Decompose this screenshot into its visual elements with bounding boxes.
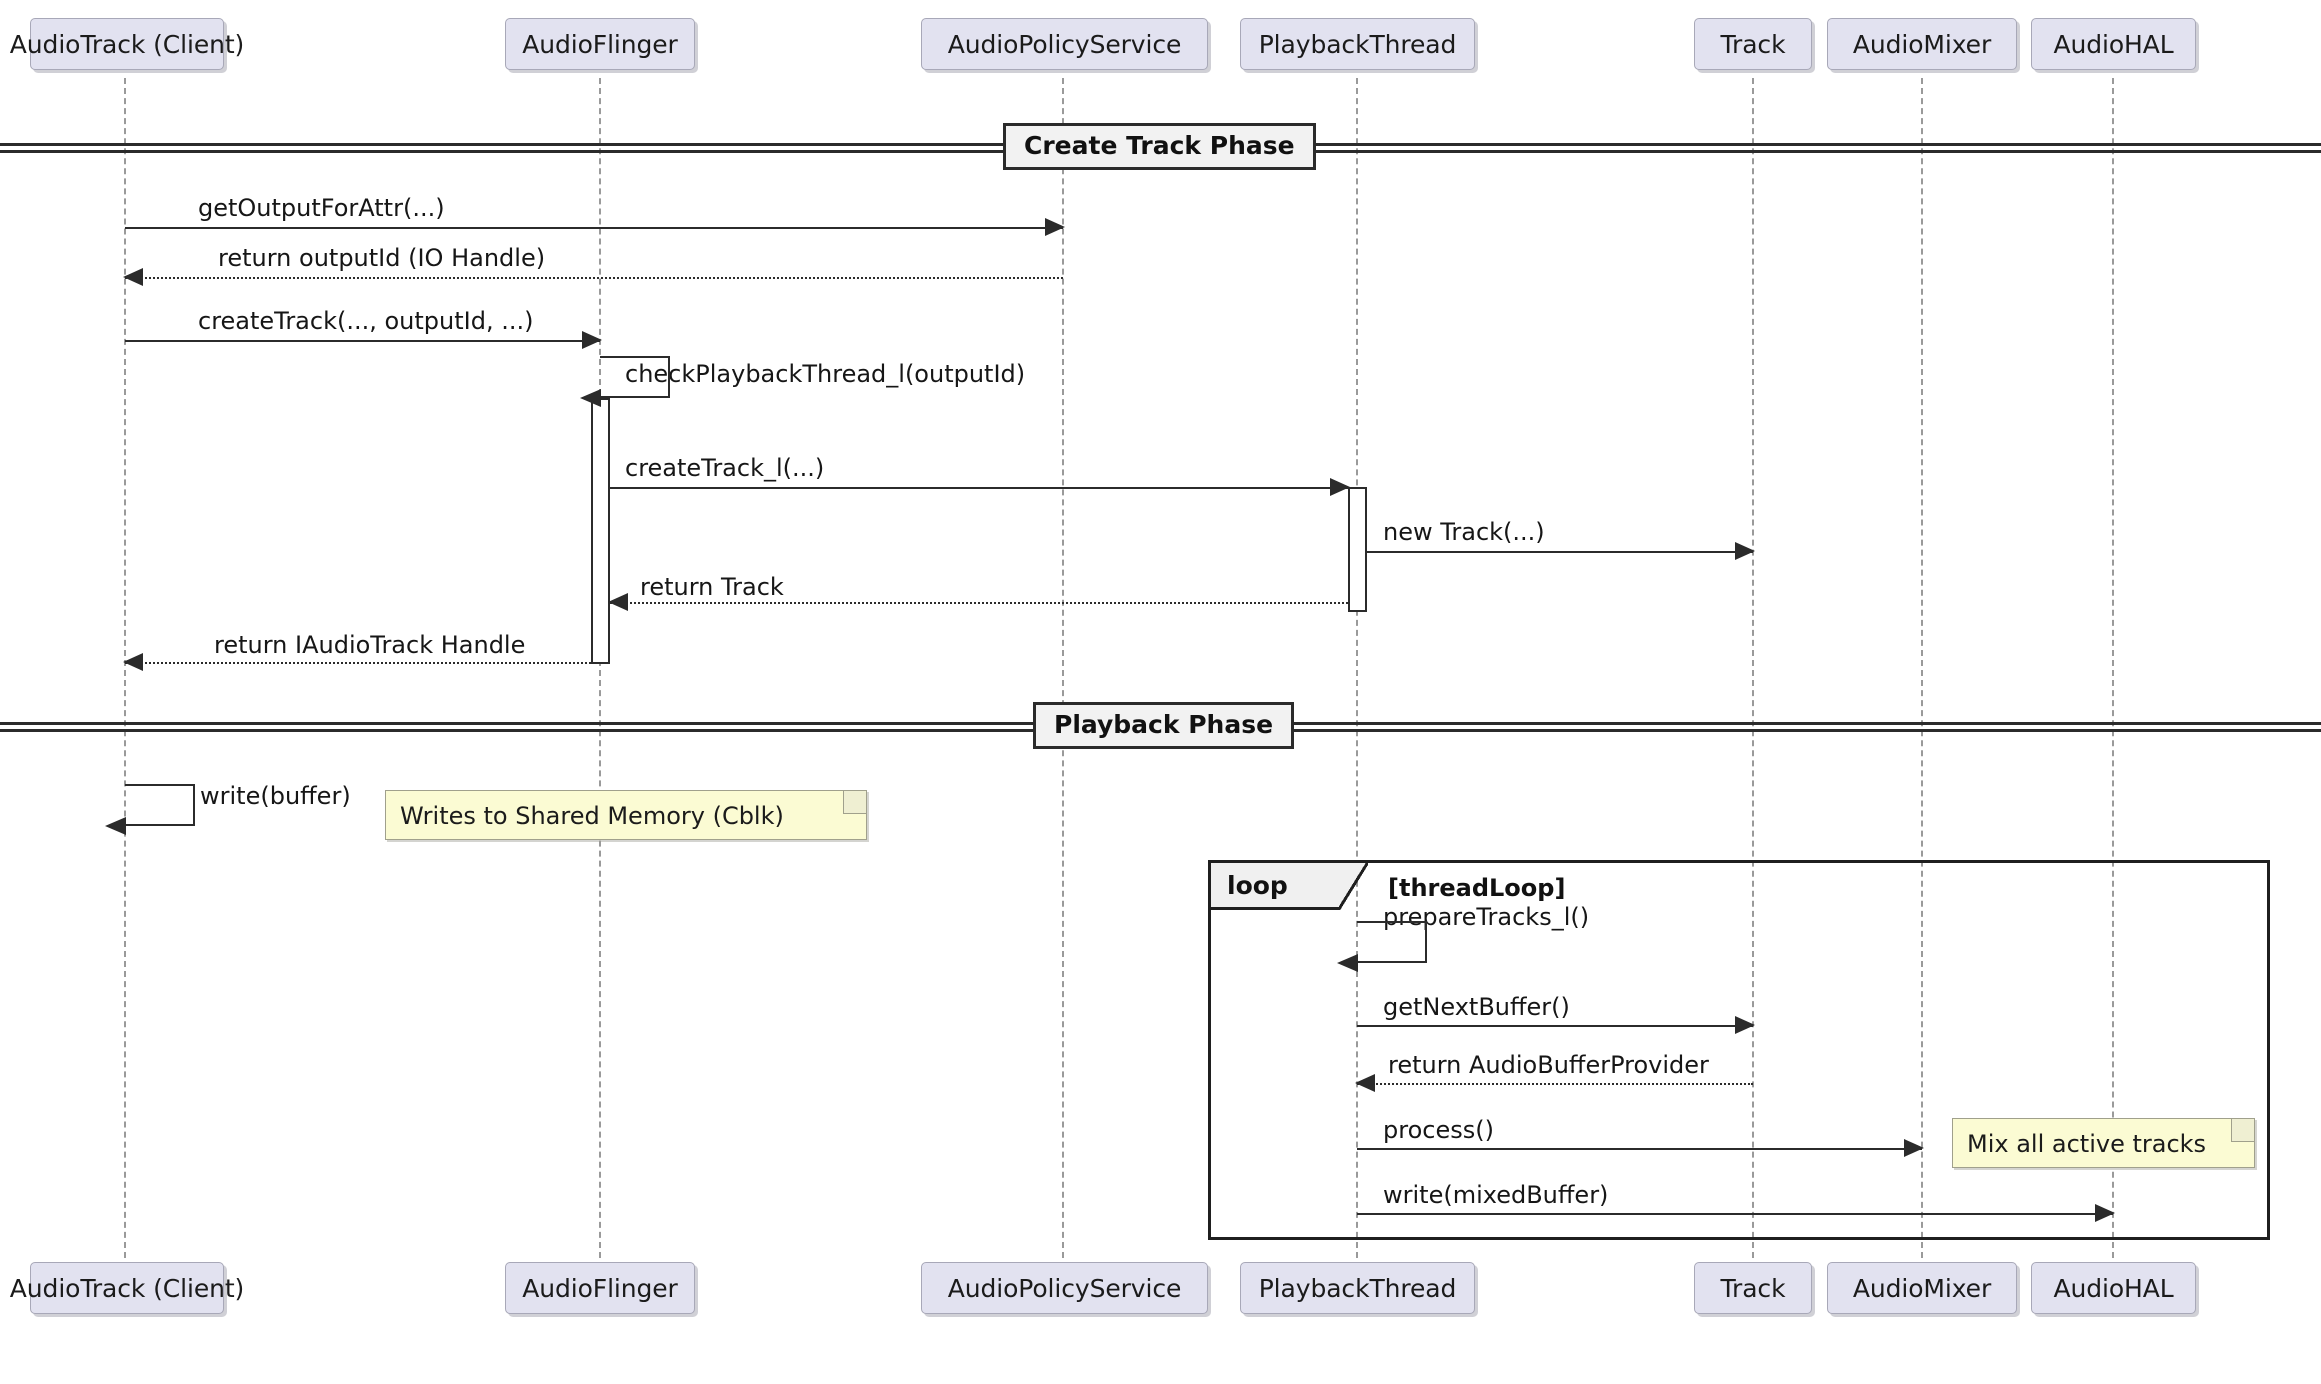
message-label-m4: checkPlaybackThread_l(outputId) bbox=[625, 360, 1026, 388]
participant-bottom-track[interactable]: Track bbox=[1694, 1262, 1812, 1314]
message-label-m5: createTrack_l(...) bbox=[625, 454, 825, 482]
self-message-m9[interactable] bbox=[105, 784, 195, 835]
note-fold-corner bbox=[2231, 1119, 2254, 1142]
participant-label: AudioMixer bbox=[1852, 29, 1992, 59]
message-label-m14: write(mixedBuffer) bbox=[1383, 1181, 1609, 1209]
participant-label: AudioPolicyService bbox=[947, 1273, 1182, 1303]
message-label-m11: getNextBuffer() bbox=[1383, 993, 1570, 1021]
arrowhead-right bbox=[1904, 1139, 1924, 1157]
message-label-m3: createTrack(..., outputId, ...) bbox=[198, 307, 534, 335]
message-label-m12: return AudioBufferProvider bbox=[1388, 1051, 1709, 1079]
message-line bbox=[610, 602, 1348, 604]
note-text: Mix all active tracks bbox=[1967, 1130, 2207, 1158]
participant-label: AudioTrack (Client) bbox=[9, 1273, 245, 1303]
fragment-operator-label: loop bbox=[1227, 870, 1288, 900]
fragment-guard-loop-threadloop: [threadLoop] bbox=[1388, 874, 1566, 902]
arrowhead-left bbox=[608, 593, 628, 611]
lifeline-hal bbox=[2112, 78, 2114, 1258]
arrowhead-left bbox=[1355, 1074, 1375, 1092]
message-line bbox=[125, 277, 1063, 279]
participant-label: AudioHAL bbox=[2053, 29, 2174, 59]
participant-label: AudioHAL bbox=[2053, 1273, 2174, 1303]
fragment-operator-loop-threadloop: loop bbox=[1211, 863, 1339, 907]
message-label-m10: prepareTracks_l() bbox=[1383, 903, 1590, 931]
participant-label: AudioPolicyService bbox=[947, 29, 1182, 59]
participant-bottom-mixer[interactable]: AudioMixer bbox=[1827, 1262, 2017, 1314]
fragment-tab-border bbox=[1211, 907, 1339, 910]
arrowhead-left bbox=[105, 817, 126, 835]
participant-bottom-policy[interactable]: AudioPolicyService bbox=[921, 1262, 1208, 1314]
participant-top-policy[interactable]: AudioPolicyService bbox=[921, 18, 1208, 70]
participant-label: AudioMixer bbox=[1852, 1273, 1992, 1303]
participant-top-track[interactable]: Track bbox=[1694, 18, 1812, 70]
arrowhead-left bbox=[580, 389, 601, 407]
arrowhead-right bbox=[1735, 542, 1755, 560]
arrowhead-left bbox=[1337, 954, 1358, 972]
lifeline-playback bbox=[1356, 78, 1358, 1258]
message-label-m8: return IAudioTrack Handle bbox=[214, 631, 526, 659]
fragment-tab-slant-line bbox=[1339, 863, 1368, 910]
message-line bbox=[1367, 551, 1753, 553]
arrowhead-right bbox=[2095, 1204, 2115, 1222]
note-note-mix-tracks: Mix all active tracks bbox=[1952, 1118, 2255, 1168]
self-message-m10[interactable] bbox=[1337, 921, 1427, 972]
lifeline-mixer bbox=[1921, 78, 1923, 1258]
arrowhead-right bbox=[1045, 218, 1065, 236]
message-line bbox=[125, 340, 600, 342]
arrowhead-left bbox=[123, 268, 143, 286]
message-line bbox=[1357, 1148, 1922, 1150]
participant-bottom-playback[interactable]: PlaybackThread bbox=[1240, 1262, 1475, 1314]
divider-label-playback-phase: Playback Phase bbox=[1033, 702, 1295, 749]
message-line bbox=[1357, 1025, 1753, 1027]
message-label-m1: getOutputForAttr(...) bbox=[198, 194, 445, 222]
participant-label: AudioFlinger bbox=[522, 1273, 678, 1303]
message-label-m2: return outputId (IO Handle) bbox=[218, 244, 546, 272]
participant-label: PlaybackThread bbox=[1258, 29, 1457, 59]
participant-label: Track bbox=[1720, 29, 1786, 59]
fragment-loop-threadloop bbox=[1208, 860, 2270, 1240]
message-line bbox=[125, 662, 591, 664]
participant-top-hal[interactable]: AudioHAL bbox=[2031, 18, 2196, 70]
participant-top-audioflinger[interactable]: AudioFlinger bbox=[505, 18, 695, 70]
lifeline-track bbox=[1752, 78, 1754, 1258]
participant-label: PlaybackThread bbox=[1258, 1273, 1457, 1303]
message-line bbox=[610, 487, 1348, 489]
note-text: Writes to Shared Memory (Cblk) bbox=[400, 802, 784, 830]
participant-bottom-audiotrack[interactable]: AudioTrack (Client) bbox=[10, 1262, 244, 1314]
arrowhead-right bbox=[1330, 478, 1350, 496]
activation-playback bbox=[1348, 487, 1367, 612]
divider-label-create-track-phase: Create Track Phase bbox=[1003, 123, 1316, 170]
message-label-m9: write(buffer) bbox=[200, 782, 351, 810]
participant-top-mixer[interactable]: AudioMixer bbox=[1827, 18, 2017, 70]
participant-label: Track bbox=[1720, 1273, 1786, 1303]
participant-top-audiotrack[interactable]: AudioTrack (Client) bbox=[10, 18, 244, 70]
arrowhead-right bbox=[582, 331, 602, 349]
arrowhead-left bbox=[123, 653, 143, 671]
participant-label: AudioFlinger bbox=[522, 29, 678, 59]
participant-label: AudioTrack (Client) bbox=[9, 29, 245, 59]
note-note-shared-memory: Writes to Shared Memory (Cblk) bbox=[385, 790, 867, 840]
lifeline-audioflinger bbox=[599, 78, 601, 1258]
activation-audioflinger bbox=[591, 398, 610, 664]
lifeline-policy bbox=[1062, 78, 1064, 1258]
message-label-m7: return Track bbox=[640, 573, 784, 601]
message-line bbox=[1357, 1213, 2113, 1215]
participant-bottom-hal[interactable]: AudioHAL bbox=[2031, 1262, 2196, 1314]
message-label-m6: new Track(...) bbox=[1383, 518, 1545, 546]
message-line bbox=[1357, 1083, 1753, 1085]
message-label-m13: process() bbox=[1383, 1116, 1494, 1144]
note-fold-corner bbox=[843, 791, 866, 814]
participant-top-playback[interactable]: PlaybackThread bbox=[1240, 18, 1475, 70]
participant-bottom-audioflinger[interactable]: AudioFlinger bbox=[505, 1262, 695, 1314]
arrowhead-right bbox=[1735, 1016, 1755, 1034]
self-message-m4[interactable] bbox=[580, 356, 670, 407]
message-line bbox=[125, 227, 1063, 229]
